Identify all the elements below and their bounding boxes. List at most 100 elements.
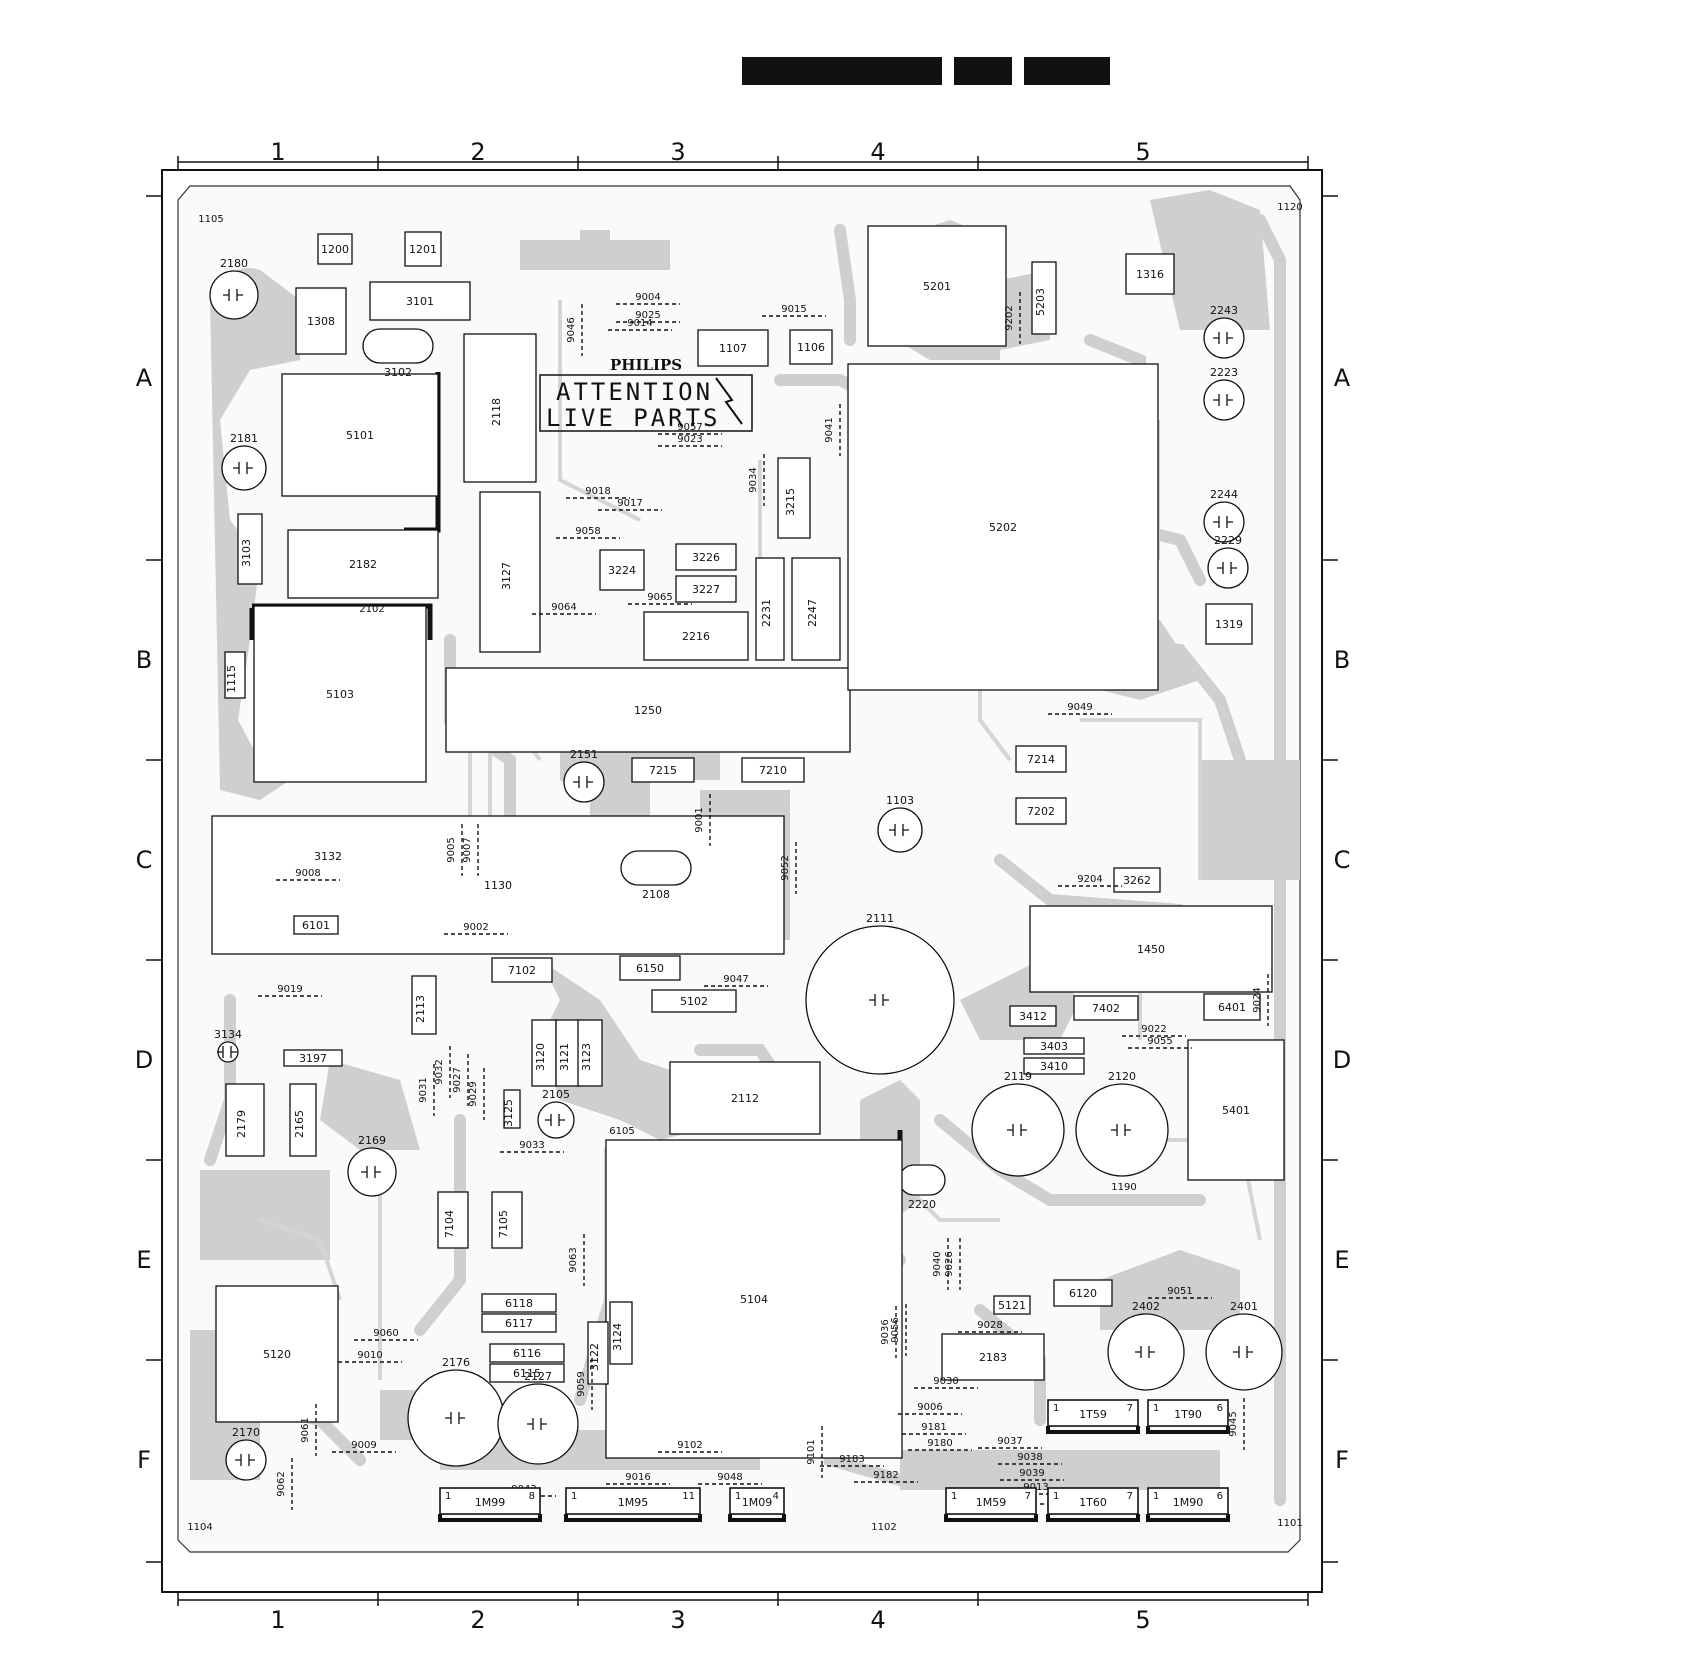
capacitor-icon (1007, 1124, 1027, 1136)
component-6118 (481, 1293, 557, 1313)
jumper-ref: 9029 (468, 1081, 479, 1106)
capacitor-icon (1213, 516, 1233, 528)
jumper-9181: 9181 (902, 1422, 966, 1435)
jumper-9037: 9037 (978, 1436, 1042, 1449)
component-body (293, 915, 339, 935)
component-ref: 3127 (500, 562, 513, 590)
capacitor-icon (1213, 332, 1233, 344)
connector-pin-end: 7 (1127, 1403, 1133, 1414)
jumper-ref: 9063 (568, 1247, 579, 1272)
jumper-ref: 9038 (1017, 1452, 1042, 1463)
component-ref: 1190 (1111, 1182, 1136, 1193)
jumper-ref: 9048 (717, 1472, 742, 1483)
connector-ref: 1M99 (475, 1496, 506, 1509)
grid-column-label: 4 (870, 1606, 885, 1634)
component-ref: 5120 (263, 1348, 291, 1361)
component-body (605, 1139, 903, 1459)
jumper-ref: 9004 (635, 292, 660, 303)
jumper-ref: 9039 (1019, 1468, 1044, 1479)
component-ref: 2108 (642, 888, 670, 901)
component-2151 (563, 761, 605, 803)
component-ref: 2216 (682, 630, 710, 643)
capacitor-body (805, 925, 955, 1075)
connector-body (1047, 1399, 1139, 1427)
component-body (609, 1301, 633, 1365)
component-ref: 1103 (886, 794, 914, 807)
component-5121 (993, 1295, 1031, 1315)
jumper-ref: 9016 (625, 1472, 650, 1483)
jumper-9019: 9019 (258, 984, 322, 997)
jumper-ref: 9064 (551, 602, 576, 613)
component-ref: 1120 (1277, 202, 1302, 213)
jumper-9016: 9016 (606, 1472, 670, 1485)
jumper-ref: 9060 (373, 1328, 398, 1339)
component-body (867, 225, 1007, 347)
component-1106 (789, 329, 833, 365)
grid-row-label: B (1334, 646, 1350, 674)
jumper-9049: 9049 (1048, 702, 1112, 715)
jumper-ref: 9018 (585, 486, 610, 497)
connector-ref: 1T90 (1174, 1408, 1202, 1421)
component-ref: 3101 (406, 295, 434, 308)
component-5201 (867, 225, 1007, 347)
component-2402 (1107, 1313, 1185, 1391)
connector-pin-start: 1 (1153, 1491, 1159, 1502)
warning-frame (539, 374, 753, 432)
component-body (1015, 745, 1067, 773)
component-ref: 7105 (497, 1210, 510, 1238)
component-body (1023, 1057, 1085, 1075)
component-ref: 6105 (609, 1126, 634, 1137)
connector-ref: 1M90 (1173, 1496, 1204, 1509)
component-3262 (1113, 867, 1161, 893)
component-ref: 6117 (505, 1317, 533, 1330)
jumper-9036: 9036 (880, 1306, 897, 1358)
component-1450 (1029, 905, 1273, 993)
component-5102 (651, 989, 737, 1013)
jumper-9029: 9029 (468, 1068, 485, 1120)
component-ref: 3403 (1040, 1040, 1068, 1053)
connector-pin-end: 4 (773, 1491, 779, 1502)
capacitor-body (971, 1083, 1065, 1177)
jumper-ref: 9202 (1004, 305, 1015, 330)
grid-column-label: 2 (470, 138, 485, 166)
jumper-9063: 9063 (568, 1234, 585, 1286)
header-block (742, 57, 942, 85)
outer-frame (161, 169, 1323, 1593)
jumper-9180: 9180 (908, 1438, 972, 1451)
component-ref: 2105 (542, 1088, 570, 1101)
component-3123 (577, 1019, 603, 1087)
component-2165 (289, 1083, 317, 1157)
component-ref: 3412 (1019, 1010, 1047, 1023)
jumper-ref: 9056 (890, 1317, 901, 1342)
component-ref: 3103 (240, 539, 253, 567)
component-ref: 2113 (414, 995, 427, 1023)
jumper-ref: 9010 (357, 1350, 382, 1361)
component-ref: 3125 (502, 1099, 515, 1127)
jumper-9015: 9015 (762, 304, 826, 317)
component-1201 (404, 231, 442, 267)
capacitor-icon (1111, 1124, 1131, 1136)
component-ref: 7202 (1027, 805, 1055, 818)
component-ref: 1200 (321, 243, 349, 256)
component-body (1023, 1037, 1085, 1055)
capacitor-icon (235, 1454, 255, 1466)
component-2108 (620, 850, 692, 886)
connector-latch (1046, 1426, 1140, 1434)
jumper-9039: 9039 (1000, 1468, 1064, 1481)
jumper-9182: 9182 (854, 1470, 918, 1483)
connector-pin-start: 1 (571, 1491, 577, 1502)
jumper-9048: 9048 (698, 1472, 762, 1485)
component-6117 (481, 1313, 557, 1333)
connector-body (565, 1487, 701, 1515)
component-body (669, 1061, 821, 1135)
component-ref: 1130 (484, 879, 512, 892)
component-body (847, 363, 1159, 691)
jumper-ref: 9183 (839, 1454, 864, 1465)
component-ref: 3262 (1123, 874, 1151, 887)
connector-pin-start: 1 (1153, 1403, 1159, 1414)
capacitor-body (620, 850, 692, 886)
component-body (287, 529, 439, 599)
capacitor-icon (1213, 394, 1233, 406)
